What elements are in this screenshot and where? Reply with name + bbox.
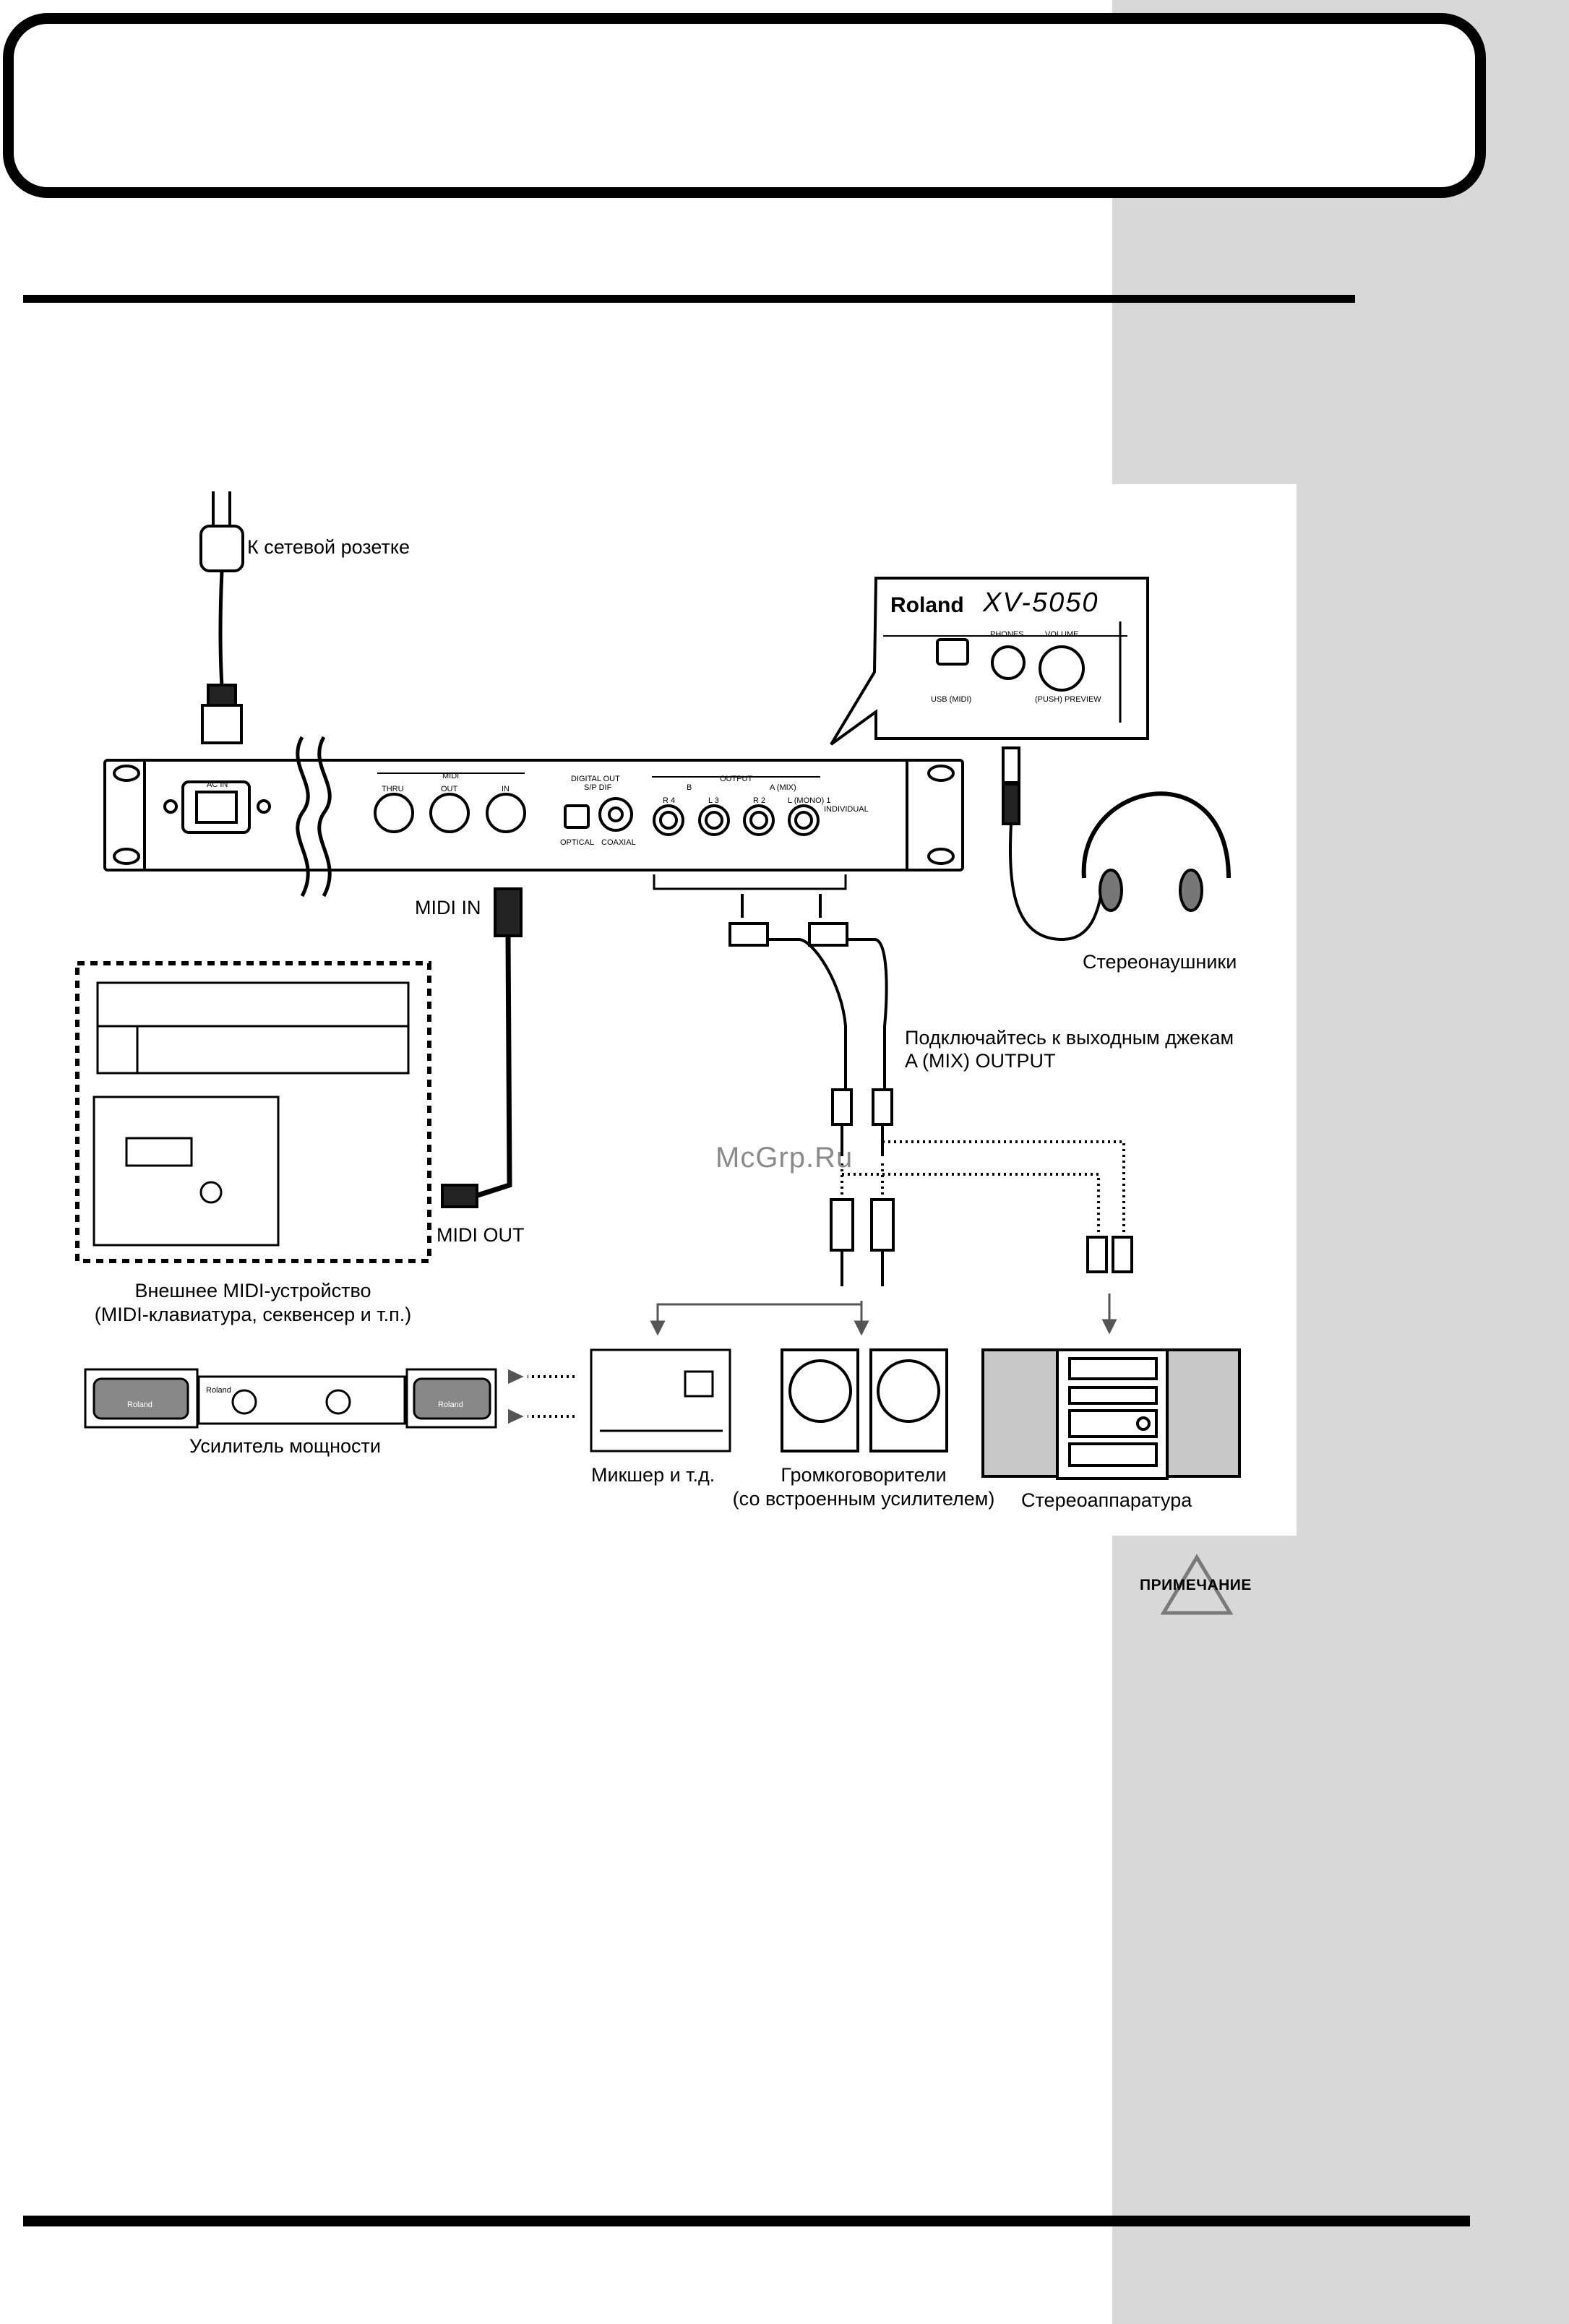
- footer-rule: [23, 2216, 1470, 2226]
- external-midi-label-line1: Внешнее MIDI-устройство: [134, 1280, 371, 1301]
- digital-out-label: DIGITAL OUT: [571, 775, 620, 783]
- speaker-brand-right: Roland: [438, 1400, 463, 1409]
- optical-label: OPTICAL: [560, 838, 595, 847]
- midi-cable: [441, 887, 523, 1208]
- front-model: XV-5050: [983, 588, 1099, 618]
- jack-l3-label: L 3: [708, 796, 719, 805]
- output-cables: [650, 894, 895, 1336]
- speakers-label-line1: Громкоговорители: [781, 1464, 947, 1486]
- stereo-label: Стереоаппаратура: [1021, 1489, 1192, 1511]
- midi-in-label: MIDI IN: [415, 897, 481, 918]
- power-plug: [199, 491, 244, 744]
- amp-brand: Roland: [206, 1386, 231, 1395]
- dotted-cables: [528, 1140, 1125, 1418]
- ac-in-label: AC IN: [207, 780, 228, 789]
- spdif-label: S/P DIF: [584, 783, 612, 792]
- volume-label: VOLUME: [1045, 630, 1079, 639]
- front-panel-callout: [830, 577, 1149, 746]
- push-preview-label: (PUSH) PREVIEW: [1035, 695, 1101, 704]
- midi-group-label: MIDI: [442, 772, 460, 780]
- rear-panel: [103, 736, 964, 898]
- stereo-system: [981, 1348, 1241, 1480]
- connect-hint-line2: A (MIX) OUTPUT: [905, 1050, 1056, 1072]
- amplifier-label: Усилитель мощности: [189, 1435, 381, 1457]
- external-midi-devices: [75, 961, 431, 1263]
- midi-out-port-label: OUT: [441, 785, 458, 793]
- speaker-brand-left: Roland: [127, 1400, 152, 1409]
- coaxial-label: COAXIAL: [601, 838, 636, 847]
- rca-plugs: [508, 1236, 1133, 1424]
- output-group-label: OUTPUT: [720, 775, 753, 783]
- watermark: McGrp.Ru: [715, 1142, 854, 1174]
- note-label: ПРИМЕЧАНИЕ: [1140, 1577, 1252, 1593]
- headphones-label: Стереонаушники: [1083, 951, 1237, 973]
- headphones: [1002, 746, 1231, 942]
- jack-l1-label: L (MONO) 1: [788, 796, 831, 805]
- mixer-label: Микшер и т.д.: [591, 1464, 715, 1486]
- midi-out-label: MIDI OUT: [437, 1224, 525, 1246]
- amplifier-chain: [84, 1368, 497, 1429]
- midi-thru-label: THRU: [382, 785, 404, 793]
- output-a-label: A (MIX): [770, 783, 796, 792]
- mixer: [590, 1348, 731, 1452]
- phones-label: PHONES: [990, 630, 1024, 639]
- power-outlet-label: К сетевой розетке: [247, 536, 410, 558]
- jack-r4-label: R 4: [663, 796, 676, 805]
- note-warning-icon: [1160, 1554, 1234, 1615]
- external-midi-label-line2: (MIDI-клавиатура, секвенсер и т.п.): [94, 1304, 412, 1325]
- speakers-label-line2: (со встроенным усилителем): [732, 1488, 995, 1510]
- front-brand: Roland: [890, 593, 964, 617]
- monitor-speakers: [781, 1348, 948, 1452]
- midi-in-port-label: IN: [502, 785, 510, 793]
- header-box: [3, 13, 1486, 198]
- output-b-label: B: [687, 783, 692, 792]
- usb-label: USB (MIDI): [931, 695, 972, 704]
- section-rule: [23, 295, 1355, 303]
- connect-hint-line1: Подключайтесь к выходным джекам: [905, 1027, 1234, 1049]
- individual-label: INDIVIDUAL: [824, 805, 869, 814]
- jack-r2-label: R 2: [753, 796, 766, 805]
